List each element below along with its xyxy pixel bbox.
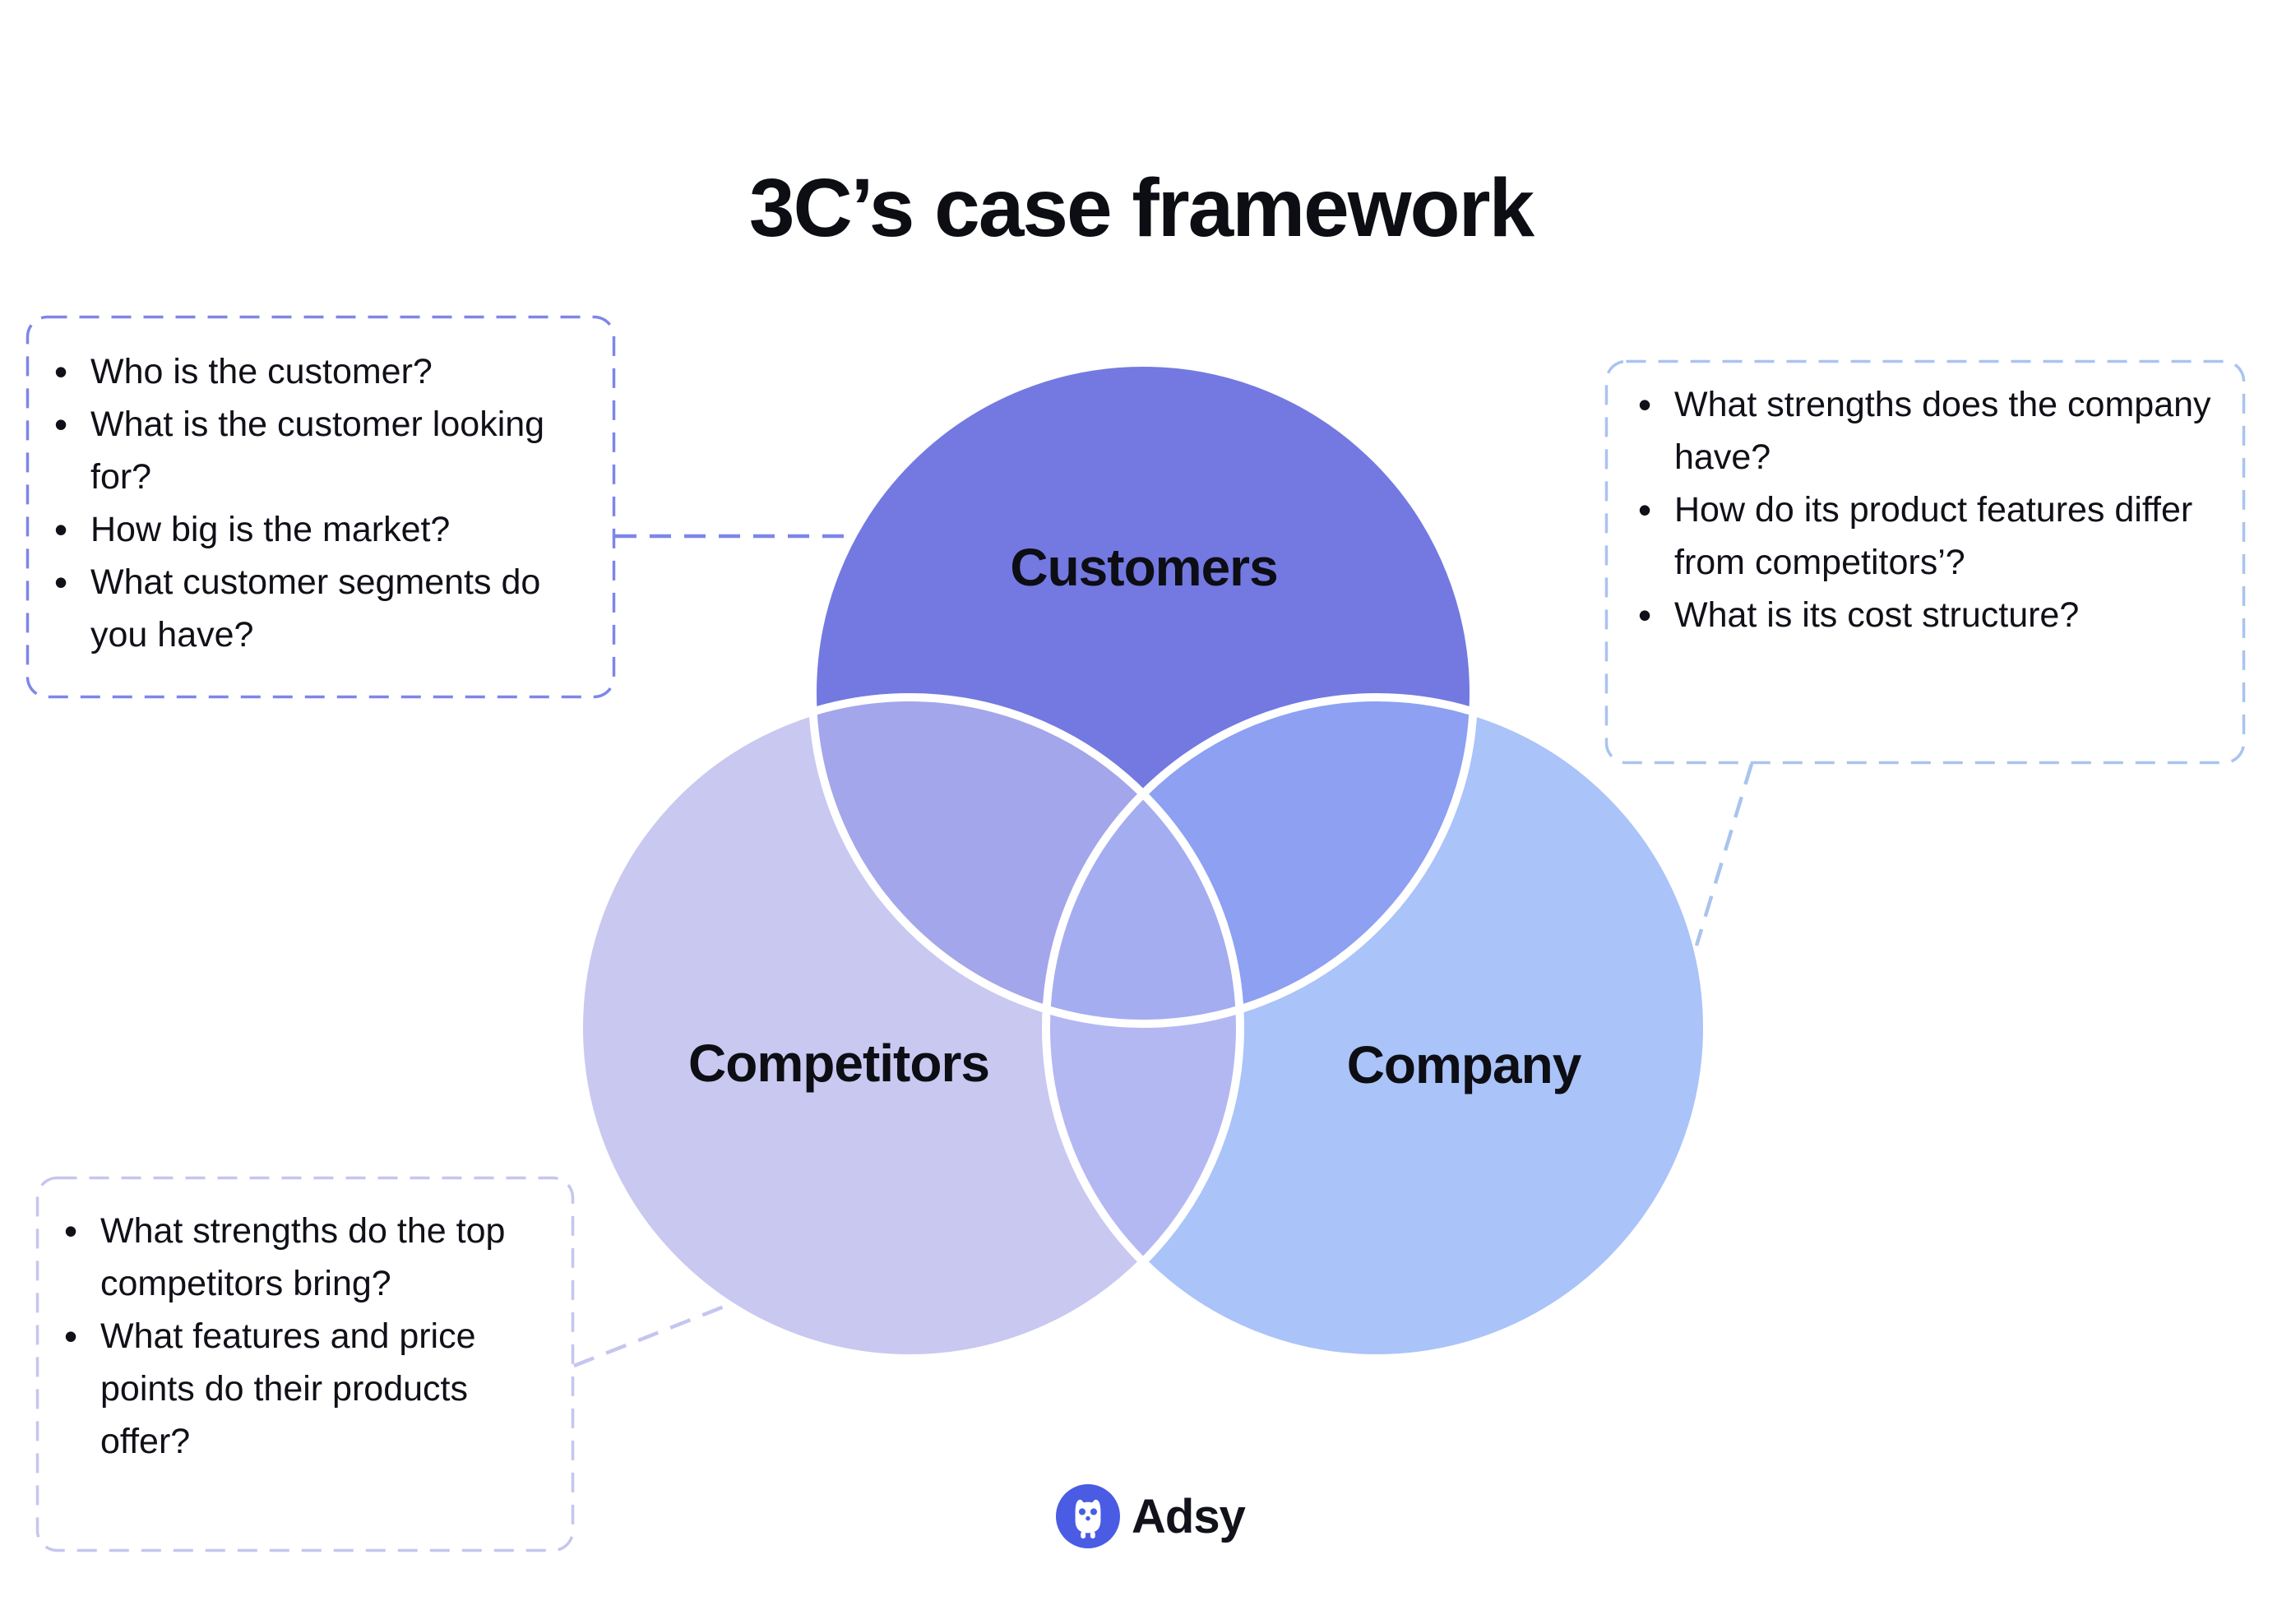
adsy-logo: Adsy [1056, 1484, 1246, 1548]
competitors-connector-line [573, 1302, 731, 1368]
callout-bullet: What strengths does the company have? [1635, 378, 2224, 483]
callout-bullet: What strengths do the top competitors br… [61, 1205, 556, 1310]
company-callout-border [1604, 359, 2246, 765]
competitors-callout-border [35, 1176, 575, 1552]
customers-callout-list: Who is the customer? What is the custome… [51, 345, 594, 661]
circle-outlines [575, 359, 1711, 1363]
customers-circle-label: Customers [1010, 538, 1278, 597]
customers-callout-border [25, 315, 616, 699]
callout-bullet: What customer segments do you have? [51, 556, 594, 661]
customers-callout-box: Who is the customer? What is the custome… [26, 316, 615, 698]
competitors-callout-list: What strengths do the top competitors br… [61, 1205, 556, 1468]
company-circle-label: Company [1346, 1035, 1582, 1094]
page-title: 3C’s case framework [748, 162, 1534, 254]
callout-bullet: How do its product features differ from … [1635, 483, 2224, 589]
owl-icon [1056, 1484, 1120, 1548]
callout-bullet: What features and price points do their … [61, 1310, 556, 1468]
callout-bullet: How big is the market? [51, 503, 594, 556]
overlap-customers-company [1046, 697, 1474, 1024]
company-callout-list: What strengths does the company have? Ho… [1635, 378, 2224, 641]
overlap-customers-competitors [812, 697, 1240, 1024]
callout-bullet: What is its cost structure? [1635, 589, 2224, 641]
competitors-callout-box: What strengths do the top competitors br… [36, 1177, 574, 1552]
brand-name: Adsy [1132, 1489, 1246, 1543]
competitors-circle-label: Competitors [688, 1034, 990, 1093]
company-callout-box: What strengths does the company have? Ho… [1605, 360, 2245, 764]
callout-bullet: What is the customer looking for? [51, 398, 594, 503]
company-connector-line [1694, 763, 1754, 946]
callout-bullet: Who is the customer? [51, 345, 594, 398]
